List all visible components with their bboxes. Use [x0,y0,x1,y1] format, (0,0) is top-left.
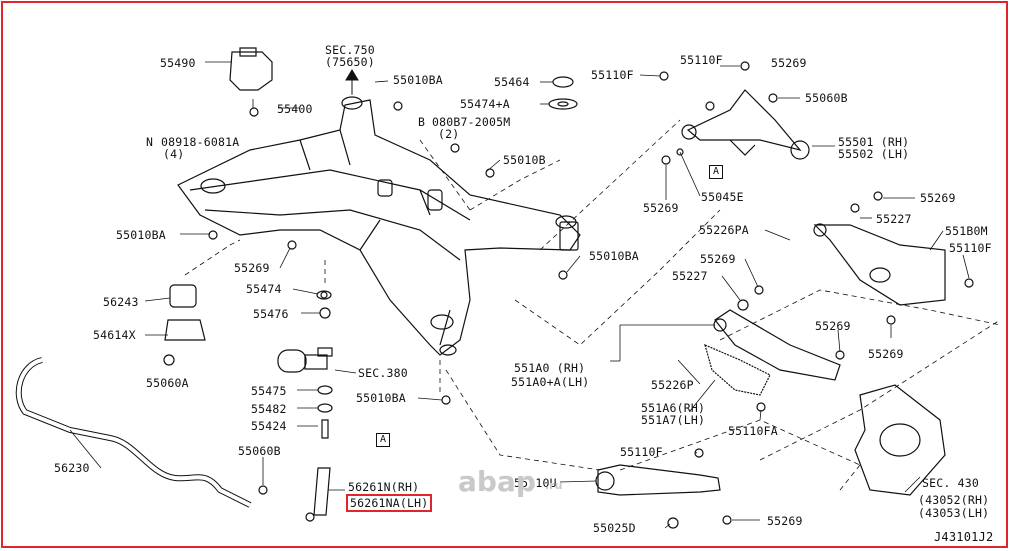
label-sec750-sub: (75650) [325,55,375,69]
label-55010BA-c: 55010BA [356,391,406,405]
leader-lines [69,61,970,529]
label-55269-d: 55269 [920,191,956,205]
watermark-suffix: .ru [545,479,563,492]
label-55482: 55482 [251,402,287,416]
label-55475: 55475 [251,384,287,398]
label-55269-b: 55269 [771,56,807,70]
knuckle-part [854,384,946,496]
link-arm-part [714,309,841,381]
label-55025D: 55025D [593,521,636,535]
label-55110U: 55110U [514,476,557,490]
label-55269-f: 55269 [815,319,851,333]
label-551B0M: 551B0M [945,224,988,238]
label-54614X: 54614X [93,328,136,342]
label-55060B: 55060B [238,444,281,458]
label-55490: 55490 [160,56,196,70]
label-55110F-b: 55110F [680,53,723,67]
label-55424: 55424 [251,419,287,433]
label-43052: (43052(RH) [918,493,990,507]
fasteners [163,61,974,529]
label-55045E: 55045E [701,190,744,204]
watermark-logo: abap [458,465,536,498]
label-55010BA-d: 55010BA [589,249,639,263]
diagram-code: J43101J2 [934,530,994,544]
label-bolt-qty: (2) [438,127,460,141]
label-551A0: 551A0 (RH) [514,361,586,375]
label-55227-a: 55227 [876,212,912,226]
label-56261N: 56261N(RH) [348,480,420,494]
label-551A7: 551A7(LH) [641,413,706,427]
label-55110F-d: 55110F [620,445,663,459]
ref-a-box: A [376,433,390,447]
label-55474: 55474 [246,282,282,296]
dashed-guides [184,119,1001,491]
ref-a-box-2: A [709,165,723,179]
label-55010BA-b: 55010BA [116,228,166,242]
label-55110FA: 55110FA [728,424,778,438]
label-56230: 56230 [54,461,90,475]
label-55060B-2: 55060B [805,91,848,105]
rear-link-part [597,464,721,496]
label-55060A: 55060A [146,376,189,390]
label-55010BA-a: 55010BA [393,73,443,87]
ref-b-icon: B [418,115,426,129]
label-55502: 55502 (LH) [838,147,910,161]
upper-arm-part [686,89,802,152]
lower-arm-part [813,224,946,306]
label-55269-a: 55269 [234,261,270,275]
label-56243: 56243 [103,295,139,309]
label-56261NA-highlighted: 56261NA(LH) [346,494,433,512]
label-55476: 55476 [253,307,289,321]
label-nut: 08918-6081A [161,135,240,149]
label-55269-g: 55269 [868,347,904,361]
up-arrow-icon [345,69,359,94]
label-nut-qty: (4) [163,147,185,161]
label-bolt: 080B7-2005M [432,115,511,129]
label-43053: (43053(LH) [918,506,990,520]
label-55474A: 55474+A [460,97,510,111]
label-55110F-c: 55110F [949,241,992,255]
label-sec750: SEC.750 [325,43,375,57]
label-55226P: 55226P [651,378,694,392]
mount-part [229,51,273,91]
ref-n-icon: N [146,135,154,149]
label-55464: 55464 [494,75,530,89]
subframe-part [177,99,581,356]
label-sec380: SEC.380 [358,366,408,380]
label-551A6: 551A6(RH) [641,401,706,415]
label-55110F-a: 55110F [591,68,634,82]
label-551A0A: 551A0+A(LH) [511,375,590,389]
label-55501: 55501 (RH) [838,135,910,149]
label-55226PA: 55226PA [699,223,749,237]
label-55010B: 55010B [503,153,546,167]
label-55227-b: 55227 [672,269,708,283]
label-55269-e: 55269 [700,252,736,266]
label-55269-h: 55269 [767,514,803,528]
label-55400: 55400 [277,102,313,116]
label-55269-c: 55269 [643,201,679,215]
label-sec430: SEC. 430 [922,476,979,490]
